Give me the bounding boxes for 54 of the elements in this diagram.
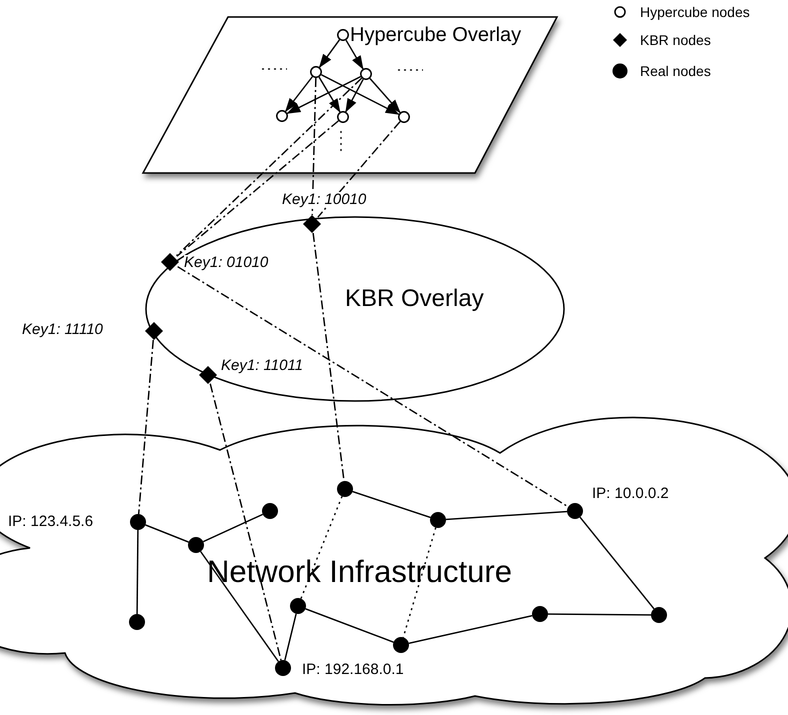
mapping-line (138, 340, 154, 514)
link-line (136, 530, 139, 614)
arrow (369, 78, 401, 114)
link-line (305, 608, 394, 643)
ip-label: IP: 123.4.5.6 (8, 514, 94, 529)
kbr-node (145, 322, 163, 340)
real-node (130, 514, 146, 530)
link-line (446, 510, 568, 520)
mapping-line (177, 266, 569, 508)
ip-label: IP: 192.168.0.1 (302, 662, 404, 677)
overlay-title: KBR Overlay (345, 287, 484, 311)
real-node (275, 660, 291, 676)
real-node (393, 637, 409, 653)
mapping-line (317, 121, 401, 218)
dotted-link (402, 527, 436, 638)
link-line (548, 613, 651, 616)
key-label: Key1: 11110 (22, 322, 103, 337)
key-label: Key1: 10010 (282, 192, 366, 207)
link-line (202, 514, 264, 542)
real-node (290, 598, 306, 614)
real-node (532, 606, 548, 622)
arrow (285, 76, 313, 112)
arrow (321, 74, 400, 115)
kbr-node (199, 366, 217, 384)
arrow (286, 76, 361, 114)
arrow (345, 40, 364, 70)
real-node (262, 503, 278, 519)
link-line (408, 615, 532, 644)
overlay-title: Hypercube Overlay (350, 25, 522, 45)
key-label: Key1: 01010 (184, 255, 268, 270)
link-line (579, 516, 655, 610)
mapping-line (312, 78, 317, 216)
link-line (145, 524, 189, 543)
mapping-line (176, 78, 362, 256)
mapping-line (176, 120, 339, 257)
link-line (352, 490, 431, 518)
real-node (567, 503, 583, 519)
real-node (129, 614, 145, 630)
legend-text: Hypercube nodes (640, 5, 750, 19)
real-node (188, 537, 204, 553)
real-node (651, 607, 667, 623)
key-label: Key1: 11011 (221, 358, 304, 373)
ip-label: IP: 10.0.0.2 (592, 486, 669, 501)
real-node (430, 512, 446, 528)
kbr-node (161, 253, 179, 271)
legend-text: KBR nodes (640, 33, 711, 47)
link-line (284, 614, 297, 660)
arrow (318, 76, 341, 113)
arrow (345, 78, 364, 113)
real-node (337, 481, 353, 497)
dotted-link (300, 496, 343, 599)
legend-text: Real nodes (640, 64, 711, 78)
kbr-node (303, 215, 321, 233)
arrow (318, 39, 340, 68)
